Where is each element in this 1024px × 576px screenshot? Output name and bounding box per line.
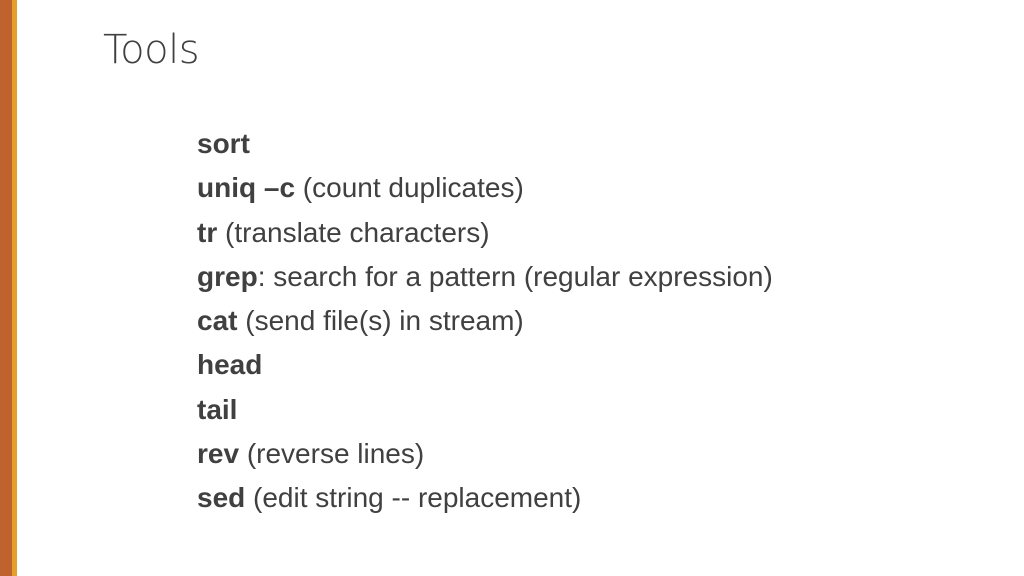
command-name: sed xyxy=(197,482,246,514)
command-description: search for a pattern (regular expression… xyxy=(273,260,773,292)
accent-bar-outer xyxy=(0,0,12,576)
tool-list: sort uniq –c (count duplicates) tr (tran… xyxy=(197,122,773,521)
command-description: (translate characters) xyxy=(225,216,490,248)
separator xyxy=(245,482,253,513)
list-item: head xyxy=(197,343,773,387)
command-description: (send file(s) in stream) xyxy=(245,305,524,337)
command-description: (count duplicates) xyxy=(302,172,524,204)
separator: : xyxy=(257,260,274,292)
command-name: cat xyxy=(197,305,238,337)
command-name: head xyxy=(197,349,263,381)
list-item: sed (edit string -- replacement) xyxy=(197,476,773,520)
slide-title: Tools xyxy=(103,27,200,73)
command-description: (edit string -- replacement) xyxy=(253,482,582,514)
separator xyxy=(217,217,225,248)
separator xyxy=(239,438,247,469)
list-item: sort xyxy=(197,122,773,166)
list-item: tail xyxy=(197,388,773,432)
command-name: tr xyxy=(197,216,218,248)
command-name: rev xyxy=(197,438,240,470)
command-name: tail xyxy=(197,393,238,425)
command-name: grep xyxy=(197,260,258,292)
separator xyxy=(295,172,303,203)
accent-bar-inner xyxy=(12,0,17,576)
list-item: uniq –c (count duplicates) xyxy=(197,166,773,210)
list-item: grep: search for a pattern (regular expr… xyxy=(197,255,773,299)
list-item: tr (translate characters) xyxy=(197,211,773,255)
command-name: uniq –c xyxy=(197,172,296,204)
command-name: sort xyxy=(197,128,250,159)
list-item: cat (send file(s) in stream) xyxy=(197,299,773,343)
command-description: (reverse lines) xyxy=(246,438,425,470)
list-item: rev (reverse lines) xyxy=(197,432,773,476)
